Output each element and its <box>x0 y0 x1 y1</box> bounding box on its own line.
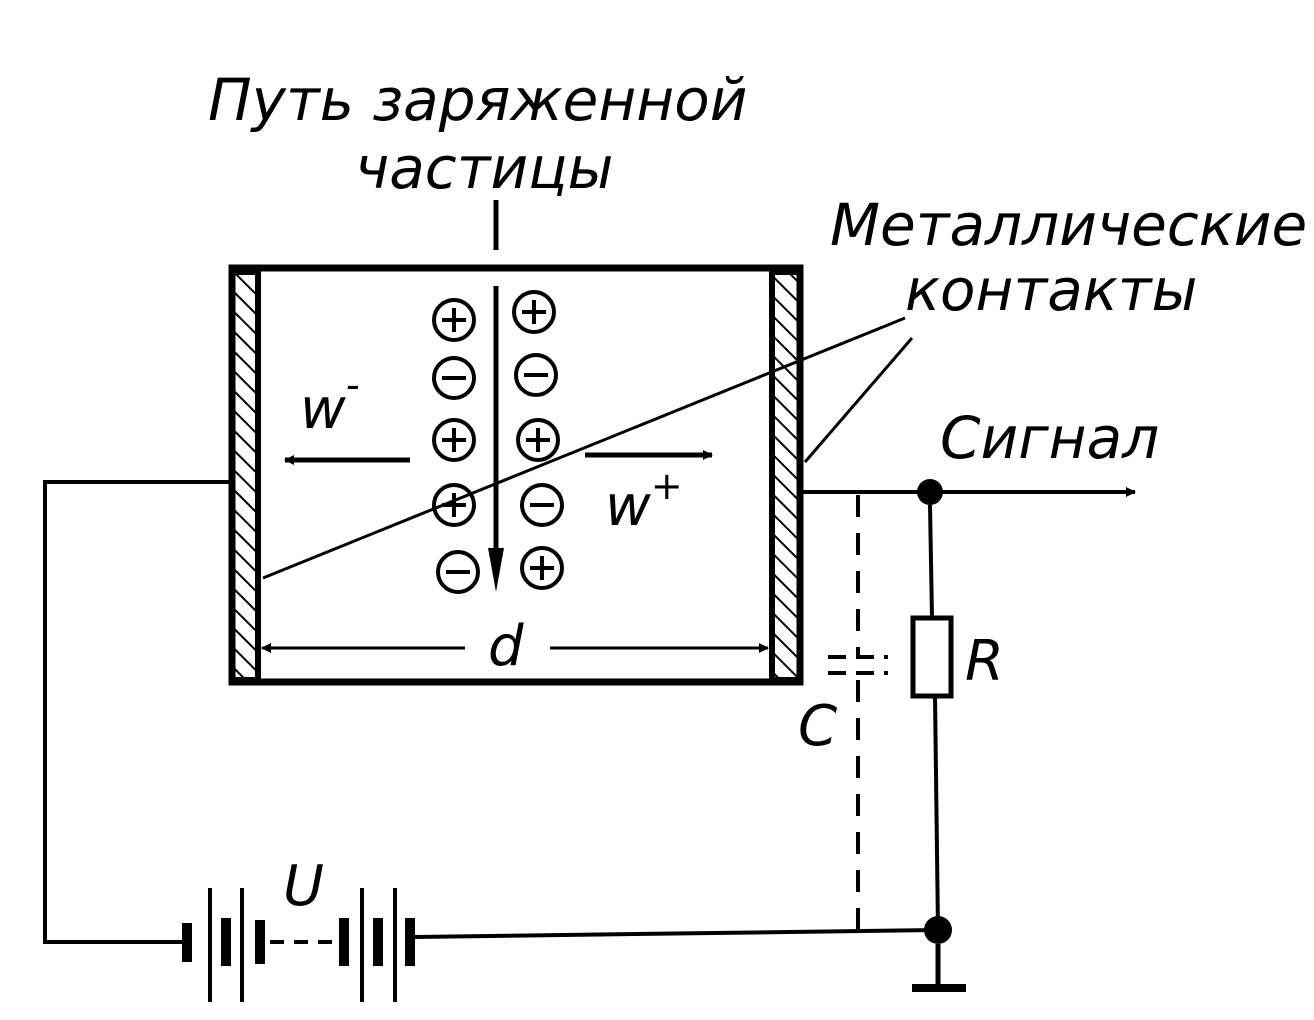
resistor-wire-bottom <box>933 695 940 931</box>
contacts-label-line1: Металлические <box>830 191 1307 259</box>
particle-track-arrow <box>488 548 504 592</box>
w-minus-sup: - <box>346 363 360 407</box>
charge-plus <box>432 418 476 462</box>
contacts-leader-right <box>803 337 914 463</box>
thickness-label: d <box>488 614 524 679</box>
charge-minus <box>432 356 476 400</box>
resistor-wire-top <box>928 504 934 619</box>
ground-node <box>924 916 952 944</box>
track-label-line1: Путь заряженной <box>208 66 747 134</box>
ground-icon <box>912 944 966 992</box>
bottom-wire <box>414 928 939 939</box>
voltage-label: U <box>283 854 324 919</box>
w-minus-label: w- <box>300 363 360 442</box>
charges-right-column <box>512 290 564 590</box>
capacitor-label: C <box>798 694 837 759</box>
signal-label: Сигнал <box>940 404 1159 472</box>
w-plus-sup: + <box>651 464 683 508</box>
charge-plus <box>516 418 560 462</box>
charge-plus <box>512 290 556 334</box>
resistor-label: R <box>965 629 1004 694</box>
battery <box>182 888 415 1002</box>
track-label-line2: частицы <box>355 134 613 202</box>
contacts-label-line2: контакты <box>905 256 1197 324</box>
charge-minus <box>436 550 480 594</box>
charge-minus <box>514 353 558 397</box>
right-contact <box>769 269 803 683</box>
capacitor <box>828 495 888 935</box>
signal-node <box>917 479 943 505</box>
left-contact <box>229 269 261 683</box>
charge-plus <box>520 546 564 590</box>
charge-plus <box>432 298 476 342</box>
resistor <box>910 615 954 699</box>
charge-minus <box>520 483 564 527</box>
charges-left-column <box>432 298 480 594</box>
left-wire <box>43 480 232 944</box>
contacts-leader-left <box>262 316 906 580</box>
w-plus-label: w+ <box>605 464 683 539</box>
